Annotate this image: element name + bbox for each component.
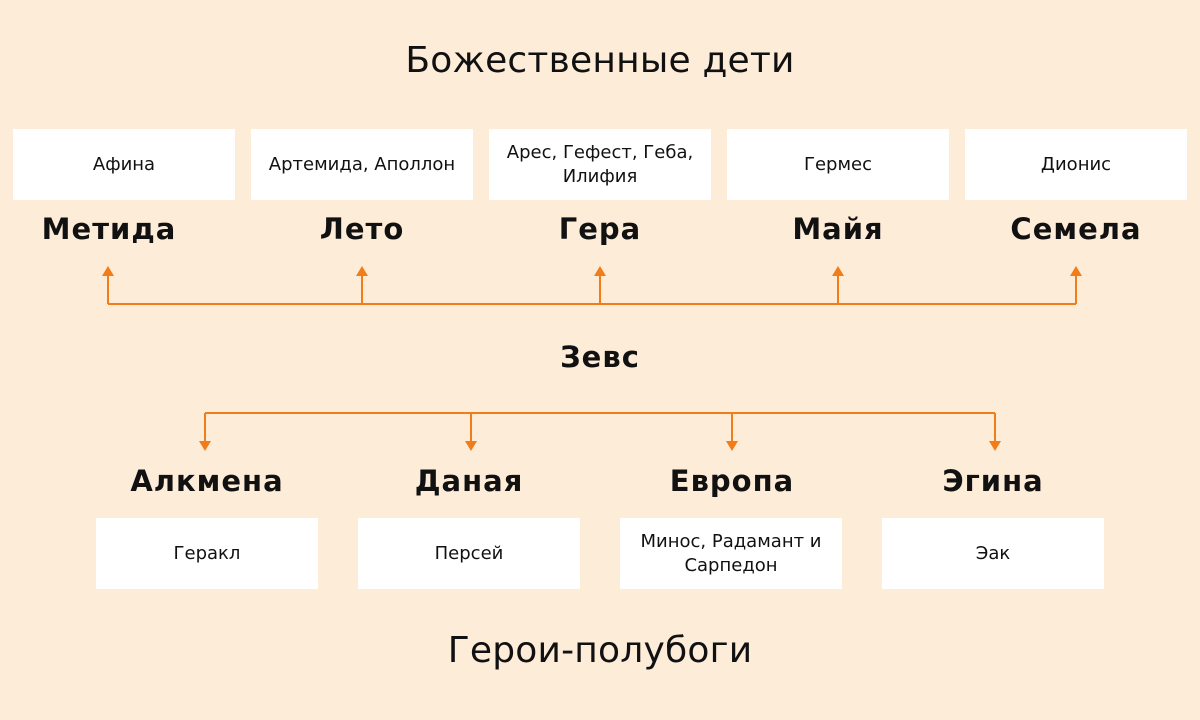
- divine-children-text: Артемида, Аполлон: [268, 153, 456, 175]
- arrowhead-up-semele: [1070, 266, 1082, 276]
- divine-children-title: Божественные дети: [405, 40, 795, 81]
- divine-children-box-semele: Дионис: [965, 129, 1187, 200]
- arrowhead-down-europa: [726, 441, 738, 451]
- mother-name-europa: Европа: [669, 464, 795, 498]
- divine-children-text: Афина: [92, 153, 156, 175]
- hero-children-box-danae: Персей: [358, 518, 580, 589]
- mother-name-metis: Метида: [41, 212, 177, 246]
- mother-name-hera: Гера: [558, 212, 642, 246]
- hero-children-text: Персей: [434, 542, 504, 564]
- divine-children-box-metis: Афина: [13, 129, 235, 200]
- arrowhead-up-leto: [356, 266, 368, 276]
- mother-name-aegina: Эгина: [942, 464, 1044, 498]
- hero-children-text: Геракл: [173, 542, 241, 564]
- heroes-title: Герои-полубоги: [447, 630, 753, 671]
- divine-children-box-maia: Гермес: [727, 129, 949, 200]
- hero-children-text: Минос, Радамант и Сарпедон: [640, 530, 822, 576]
- hero-children-box-alcmene: Геракл: [96, 518, 318, 589]
- arrowhead-up-hera: [594, 266, 606, 276]
- divine-children-text: Гермес: [803, 153, 873, 175]
- arrowhead-down-alcmene: [199, 441, 211, 451]
- arrowhead-up-metis: [102, 266, 114, 276]
- arrowhead-down-danae: [465, 441, 477, 451]
- divine-children-box-leto: Артемида, Аполлон: [251, 129, 473, 200]
- divine-children-text: Арес, Гефест, Геба, Илифия: [506, 141, 694, 187]
- mother-name-alcmene: Алкмена: [130, 464, 284, 498]
- divine-children-box-hera: Арес, Гефест, Геба, Илифия: [489, 129, 711, 200]
- hero-children-box-aegina: Эак: [882, 518, 1104, 589]
- hero-children-text: Эак: [975, 542, 1011, 564]
- arrowhead-down-aegina: [989, 441, 1001, 451]
- mother-name-maia: Майя: [792, 212, 884, 246]
- hero-children-box-europa: Минос, Радамант и Сарпедон: [620, 518, 842, 589]
- zeus-label: Зевс: [560, 340, 640, 374]
- mother-name-danae: Даная: [414, 464, 524, 498]
- mother-name-semele: Семела: [1010, 212, 1142, 246]
- arrowhead-up-maia: [832, 266, 844, 276]
- divine-children-text: Дионис: [1040, 153, 1112, 175]
- mother-name-leto: Лето: [319, 212, 405, 246]
